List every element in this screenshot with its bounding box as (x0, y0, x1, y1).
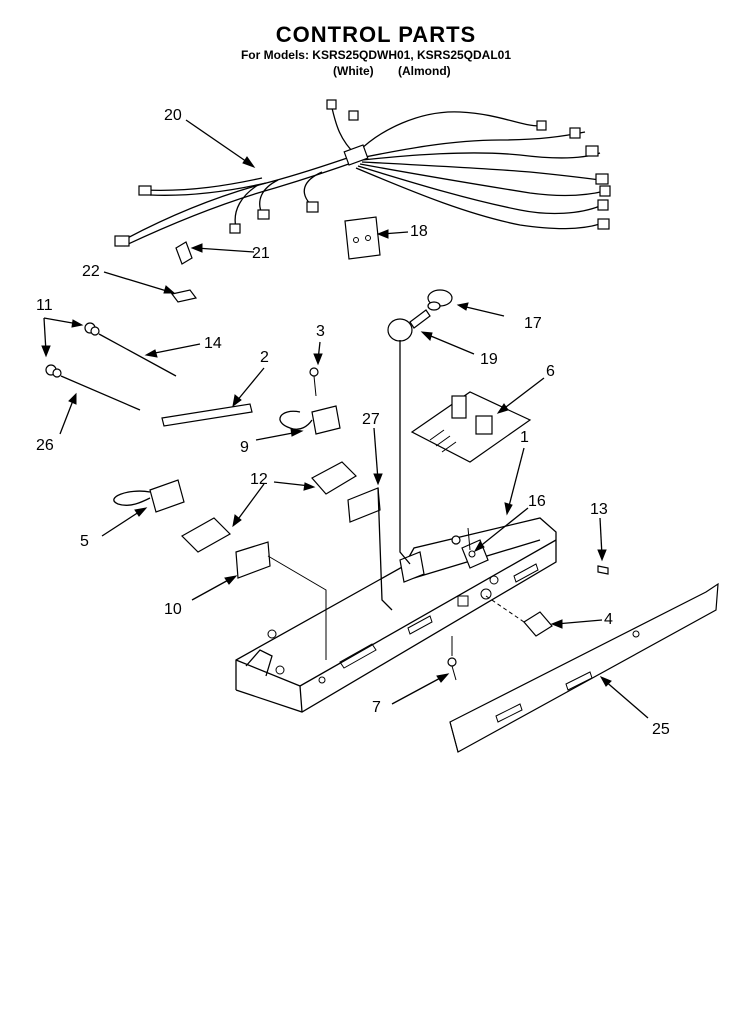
screw-16 (451, 527, 471, 551)
callout-25: 25 (652, 721, 670, 738)
callout-26: 26 (36, 437, 54, 454)
switch-12-upper (311, 461, 357, 495)
callout-10: 10 (164, 601, 182, 618)
variant-almond: (Almond) (398, 64, 451, 78)
callout-21: 21 (252, 245, 270, 262)
front-panel (449, 582, 719, 753)
screw-13 (597, 565, 609, 575)
label-10-leader (267, 555, 327, 660)
control-housing (235, 517, 557, 713)
callout-18: 18 (410, 223, 428, 240)
tube (161, 403, 253, 427)
switch-12-lower (181, 517, 231, 553)
callout-leaders (41, 119, 649, 719)
callout-9: 9 (240, 439, 249, 456)
callout-19: 19 (480, 351, 498, 368)
wire-clip (175, 241, 193, 265)
callout-13: 13 (590, 501, 608, 518)
knob-shaft-assemblies (45, 322, 177, 411)
insulator-pad (344, 216, 381, 260)
screw-7 (447, 636, 457, 681)
callout-4: 4 (604, 611, 613, 628)
callout-22: 22 (82, 263, 100, 280)
switch-9 (279, 405, 341, 435)
models-line: For Models: KSRS25QDWH01, KSRS25QDAL01 (240, 48, 512, 62)
callout-5: 5 (80, 533, 89, 550)
wire-clamp (170, 289, 198, 303)
clip-4 (485, 595, 553, 637)
screw-3 (309, 367, 319, 397)
callout-14: 14 (204, 335, 222, 352)
page-title: CONTROL PARTS (275, 22, 477, 47)
variant-white: (White) (333, 64, 374, 78)
callout-27: 27 (362, 411, 380, 428)
switch-5 (113, 479, 185, 513)
callout-12: 12 (250, 471, 268, 488)
callout-3: 3 (316, 323, 325, 340)
lamp-socket (427, 289, 453, 311)
callout-16: 16 (528, 493, 546, 510)
callout-2: 2 (260, 349, 269, 366)
callout-17: 17 (524, 315, 542, 332)
callout-7: 7 (372, 699, 381, 716)
wiring-harness (114, 99, 611, 247)
callout-6: 6 (546, 363, 555, 380)
callout-20: 20 (164, 107, 182, 124)
bulb-wire (399, 340, 411, 565)
label-wire (377, 487, 393, 611)
light-bulb (387, 309, 431, 342)
label-27 (347, 487, 381, 523)
callout-1: 1 (520, 429, 529, 446)
callout-11: 11 (36, 297, 53, 314)
label-10 (235, 541, 271, 579)
